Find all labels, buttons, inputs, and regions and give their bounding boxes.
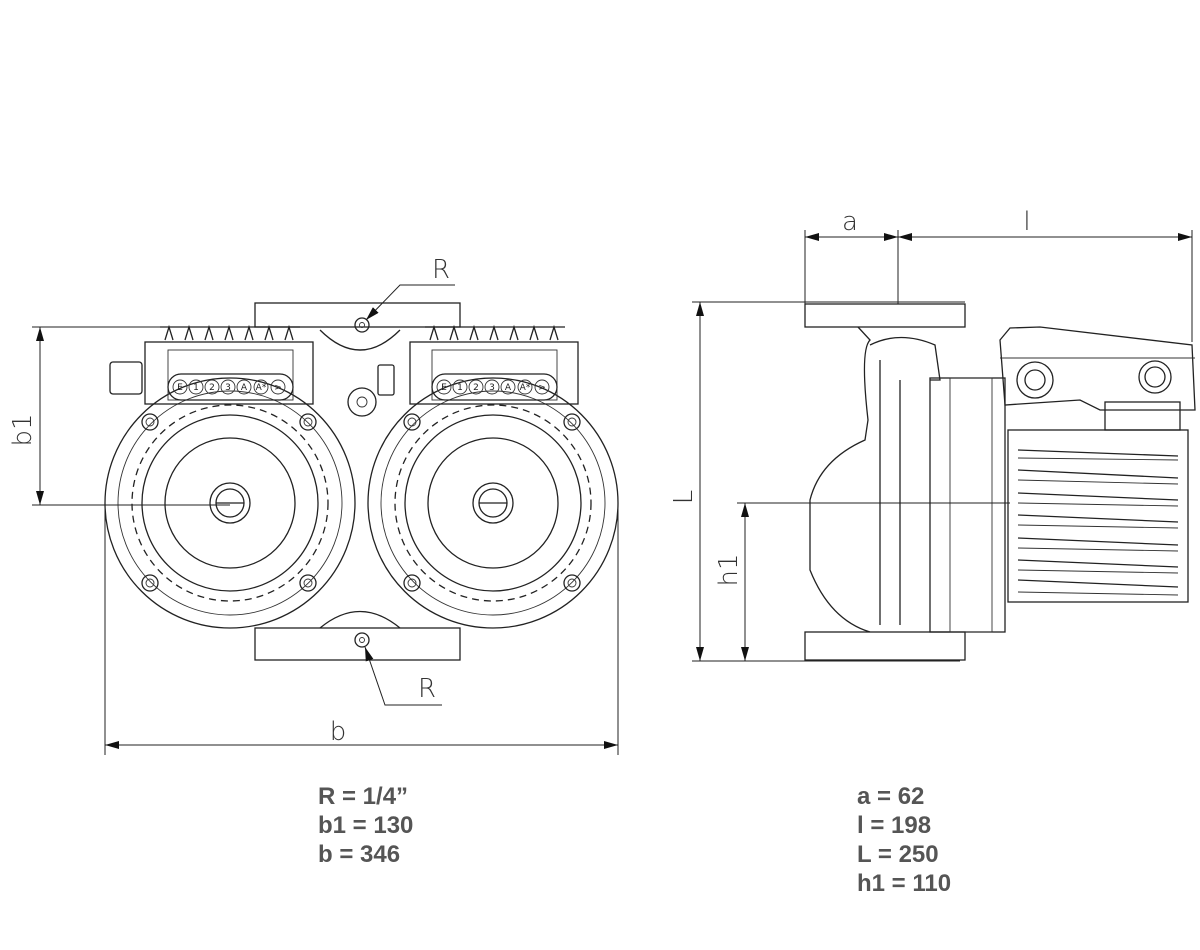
panel-button[interactable]: A*: [253, 379, 269, 395]
panel-button[interactable]: 3: [220, 379, 236, 395]
control-panel-left: E 1 2 3 A A* >: [172, 379, 286, 395]
spec-L: L = 250: [857, 841, 939, 868]
panel-button[interactable]: >: [270, 379, 286, 395]
bolt-holes: [141, 413, 317, 592]
svg-text:1: 1: [193, 383, 199, 393]
dimension-l: l: [898, 207, 1193, 342]
specs-side: a = 62 l = 198 L = 250 h1 = 110: [857, 782, 951, 898]
svg-text:1: 1: [457, 383, 463, 393]
svg-text:R: R: [418, 674, 436, 704]
svg-text:3: 3: [489, 383, 495, 393]
svg-text:L: L: [669, 490, 699, 505]
panel-button[interactable]: 2: [204, 379, 220, 395]
panel-button[interactable]: A: [236, 379, 252, 395]
spec-a: a = 62: [857, 783, 925, 810]
svg-text:>: >: [274, 383, 282, 393]
svg-text:A: A: [241, 383, 248, 393]
panel-button[interactable]: E: [172, 379, 188, 395]
dimension-b1: b1: [8, 326, 230, 506]
svg-text:E: E: [441, 383, 447, 393]
svg-text:b: b: [330, 717, 347, 747]
dimension-r-top: R: [365, 255, 455, 321]
control-box-side: [999, 326, 1196, 431]
cable-gland-icon: [109, 361, 143, 395]
pump-head-right: [367, 324, 619, 629]
control-panel-right: E 1 2 3 A A* >: [436, 379, 550, 395]
svg-text:A*: A*: [520, 383, 531, 393]
panel-button[interactable]: >: [534, 379, 550, 395]
svg-text:h1: h1: [714, 553, 744, 586]
pump-head-left: [104, 324, 356, 629]
spec-r: R = 1/4”: [318, 783, 409, 810]
svg-text:b1: b1: [8, 413, 38, 446]
panel-button[interactable]: 2: [468, 379, 484, 395]
panel-button[interactable]: 1: [452, 379, 468, 395]
svg-text:>: >: [538, 383, 546, 393]
panel-button[interactable]: E: [436, 379, 452, 395]
dimension-r-bottom: R: [364, 646, 442, 706]
dimension-h1: h1: [714, 502, 1010, 661]
svg-text:3: 3: [225, 383, 231, 393]
svg-text:a: a: [842, 207, 858, 237]
dimension-b: b: [104, 503, 619, 755]
svg-text:2: 2: [473, 383, 479, 393]
dimension-a: a: [804, 207, 899, 304]
svg-text:A: A: [505, 383, 512, 393]
front-view: E 1 2 3 A A* > E 1 2 3 A A* > R R: [8, 255, 619, 755]
svg-text:A*: A*: [256, 383, 267, 393]
panel-button[interactable]: 1: [188, 379, 204, 395]
spec-h1: h1 = 110: [857, 870, 952, 897]
side-view: a l L h1: [669, 207, 1196, 662]
panel-button[interactable]: A*: [517, 379, 533, 395]
spec-b1: b1 = 130: [318, 812, 414, 839]
spec-l: l = 198: [857, 812, 932, 839]
dimension-L: L: [669, 301, 965, 662]
motor-fins: [1007, 429, 1189, 603]
specs-front: R = 1/4” b1 = 130 b = 346: [318, 782, 413, 869]
panel-button[interactable]: 3: [484, 379, 500, 395]
svg-text:l: l: [1023, 207, 1030, 237]
svg-text:2: 2: [209, 383, 215, 393]
svg-text:E: E: [177, 383, 183, 393]
panel-button[interactable]: A: [500, 379, 516, 395]
svg-text:R: R: [432, 255, 450, 285]
spec-b: b = 346: [318, 841, 401, 868]
